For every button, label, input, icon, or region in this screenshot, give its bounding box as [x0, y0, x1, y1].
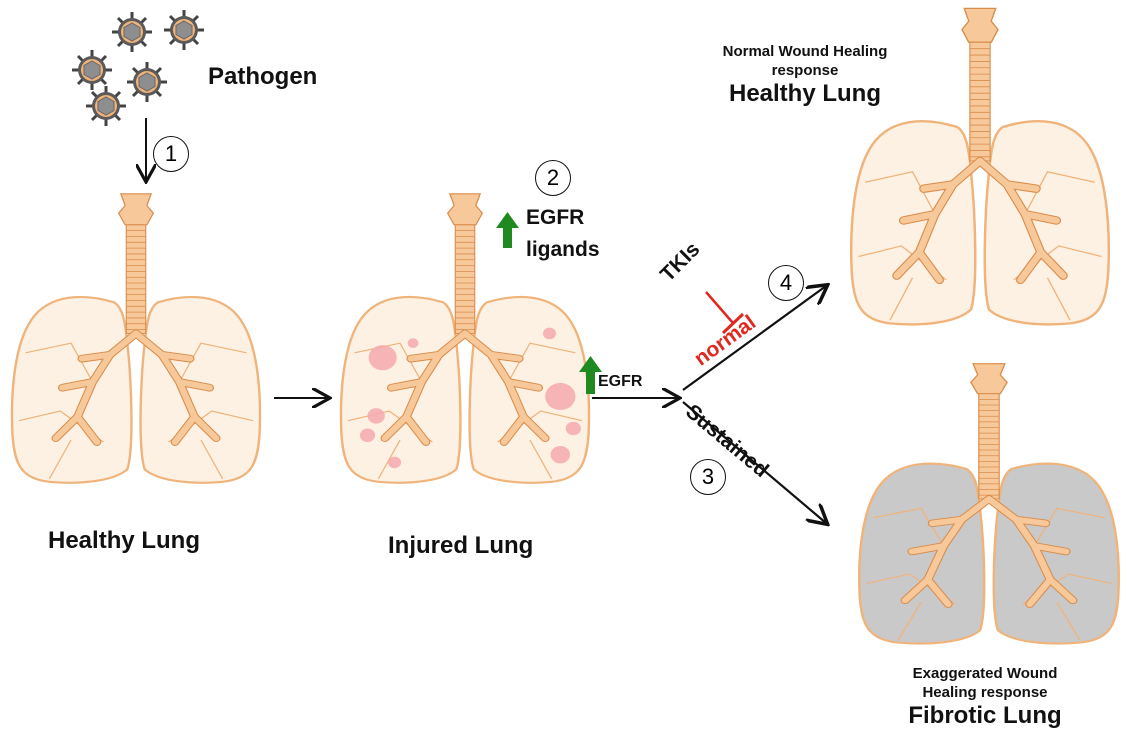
step-3-badge: 3	[690, 459, 726, 495]
up-arrow-egfr-ligands	[496, 212, 519, 248]
lesion-spot	[388, 457, 401, 469]
healthy-outcome-subtitle-2: response	[700, 61, 910, 80]
step-2-badge: 2	[535, 160, 571, 196]
fibrotic-outcome-lung-illustration	[859, 364, 1118, 644]
healthy-lung-illustration	[12, 194, 260, 483]
step-1-badge: 1	[153, 136, 189, 172]
virus-icon	[164, 10, 204, 50]
step-4-badge: 4	[768, 265, 804, 301]
lesion-spot	[360, 428, 375, 442]
lesion-spot	[545, 383, 575, 410]
lesion-spot	[408, 338, 419, 348]
fibrotic-outcome-subtitle-2: Healing response	[870, 683, 1100, 702]
virus-icon	[72, 50, 112, 90]
egfr-label: EGFR	[598, 373, 642, 391]
arrow-to-healthy-outcome	[683, 286, 826, 390]
egfr-ligands-line1: EGFR	[526, 202, 600, 234]
virus-icon	[112, 12, 152, 52]
pathogen-icons	[72, 10, 204, 126]
lesion-spot	[368, 408, 385, 424]
virus-icon	[127, 62, 167, 102]
egfr-ligands-line2: ligands	[526, 234, 600, 266]
healthy-lung-label: Healthy Lung	[48, 527, 200, 555]
virus-icon	[86, 86, 126, 126]
healthy-outcome-subtitle-1: Normal Wound Healing	[700, 42, 910, 61]
egfr-ligands-label: EGFR ligands	[526, 202, 600, 266]
healthy-outcome-title: Healthy Lung	[700, 80, 910, 108]
fibrotic-outcome-caption: Exaggerated Wound Healing response Fibro…	[870, 664, 1100, 730]
fibrotic-outcome-title: Fibrotic Lung	[870, 702, 1100, 730]
lesion-spot	[543, 328, 556, 340]
fibrotic-outcome-subtitle-1: Exaggerated Wound	[870, 664, 1100, 683]
lesion-spot	[369, 345, 397, 370]
injured-lung-label: Injured Lung	[388, 532, 533, 560]
healthy-outcome-caption: Normal Wound Healing response Healthy Lu…	[700, 42, 910, 108]
inhibit-line	[706, 292, 733, 323]
lesion-spot	[551, 446, 571, 463]
lesion-spot	[566, 422, 581, 436]
pathogen-label: Pathogen	[208, 63, 317, 91]
